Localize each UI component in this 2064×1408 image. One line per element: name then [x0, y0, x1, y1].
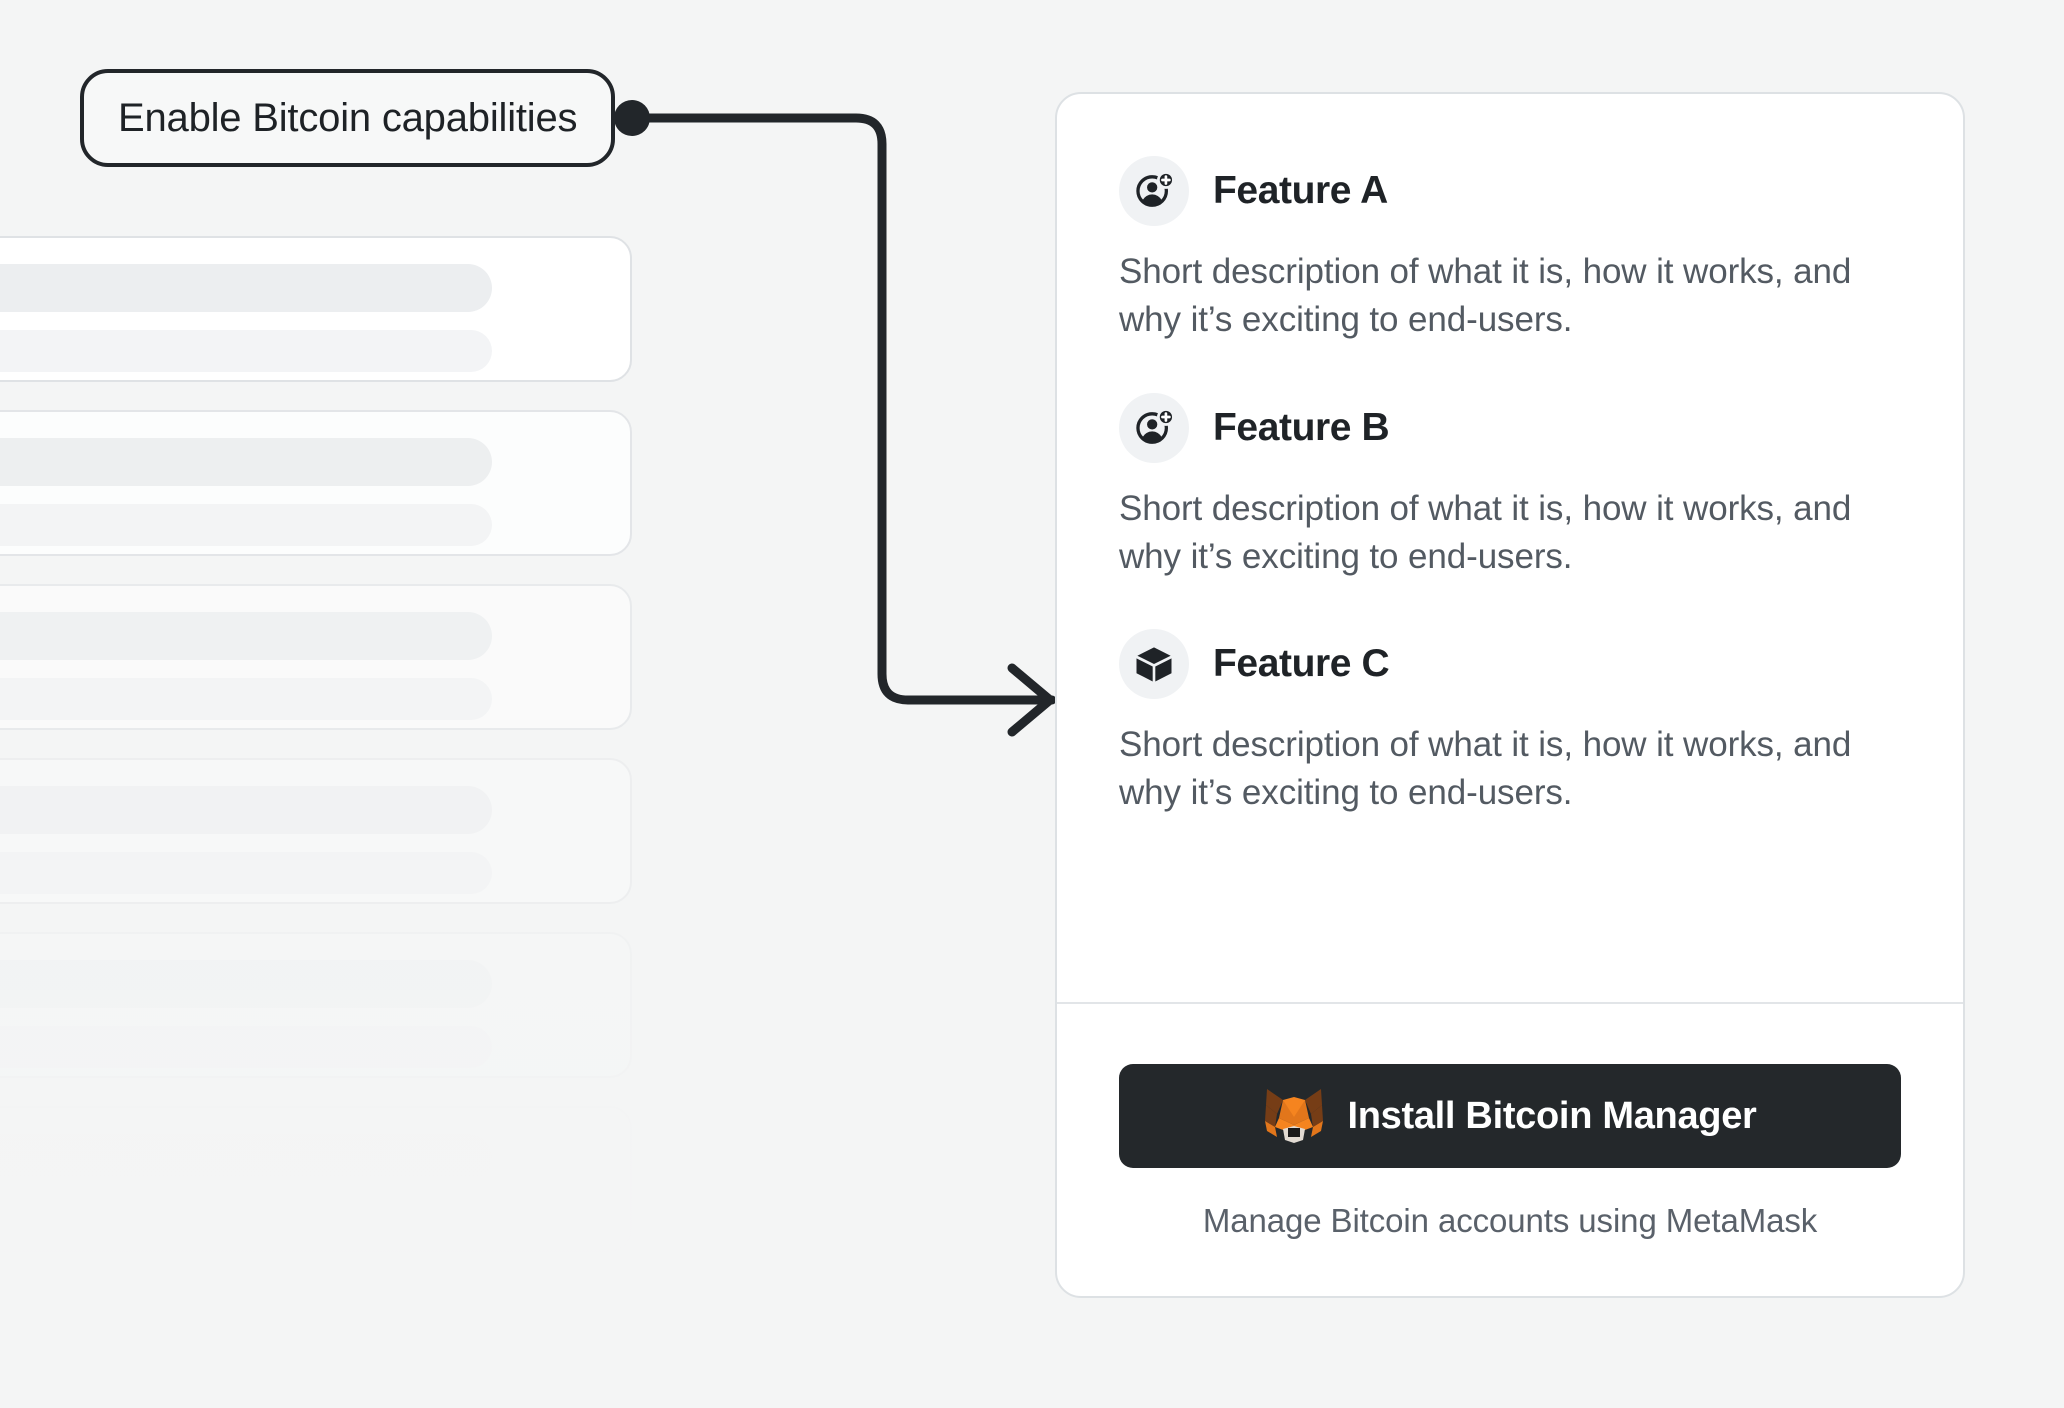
feature-header: Feature A [1119, 156, 1901, 226]
card-footer: Install Bitcoin Manager Manage Bitcoin a… [1057, 1004, 1963, 1296]
skeleton-bar-secondary [0, 852, 492, 894]
install-caption: Manage Bitcoin accounts using MetaMask [1202, 1202, 1818, 1239]
feature-description: Short description of what it is, how it … [1119, 488, 1852, 576]
skeleton-list [0, 236, 632, 1280]
feature-header: Feature C [1119, 629, 1901, 700]
arrowhead-icon [1007, 663, 1055, 737]
skeleton-card [0, 584, 632, 730]
feature-card: Feature A Short description of what it i… [1055, 92, 1965, 1298]
skeleton-card [0, 236, 632, 382]
skeleton-bar-primary [0, 612, 492, 660]
add-user-icon [1136, 407, 1175, 444]
feature-block-c: Feature C Short description of what it i… [1119, 629, 1901, 818]
skeleton-bar-secondary [0, 1200, 492, 1242]
feature-title: Feature A [1213, 169, 1388, 212]
skeleton-bar-secondary [0, 1026, 492, 1068]
connector-path [627, 113, 1057, 705]
skeleton-bar-primary [0, 960, 492, 1008]
feature-icon-badge [1119, 156, 1189, 226]
skeleton-card [0, 932, 632, 1078]
skeleton-card [0, 1106, 632, 1252]
callout-label-text: Enable Bitcoin capabilities [118, 95, 578, 140]
install-bitcoin-manager-button[interactable]: Install Bitcoin Manager [1119, 1064, 1901, 1168]
feature-description: Short description of what it is, how it … [1119, 725, 1852, 813]
metamask-fox-icon [1265, 1089, 1324, 1143]
callout-label: Enable Bitcoin capabilities [80, 69, 616, 167]
install-button-label: Install Bitcoin Manager [1347, 1094, 1757, 1137]
cube-icon [1136, 647, 1172, 682]
skeleton-bar-secondary [0, 330, 492, 372]
feature-description: Short description of what it is, how it … [1119, 252, 1852, 340]
skeleton-bar-primary [0, 438, 492, 486]
feature-title: Feature C [1213, 642, 1390, 686]
connector-anchor-dot [614, 100, 650, 136]
feature-icon-badge [1119, 629, 1189, 700]
skeleton-bar-primary [0, 786, 492, 834]
feature-header: Feature B [1119, 392, 1901, 463]
feature-title: Feature B [1213, 405, 1390, 449]
skeleton-card [0, 758, 632, 904]
feature-block-a: Feature A Short description of what it i… [1119, 156, 1901, 345]
feature-block-b: Feature B Short description of what it i… [1119, 392, 1901, 582]
skeleton-bar-secondary [0, 678, 492, 720]
feature-icon-badge [1119, 392, 1189, 463]
add-user-icon [1136, 171, 1175, 207]
feature-list: Feature A Short description of what it i… [1057, 94, 1963, 1002]
skeleton-bar-primary [0, 1134, 492, 1182]
skeleton-bar-primary [0, 264, 492, 312]
skeleton-card [0, 410, 632, 556]
card-divider [1057, 1002, 1963, 1004]
skeleton-bar-secondary [0, 504, 492, 546]
